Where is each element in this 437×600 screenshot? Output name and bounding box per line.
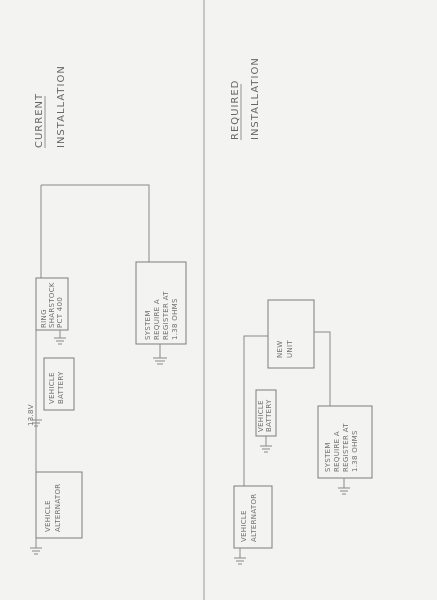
current-system-ground-icon (153, 344, 167, 365)
current-title: CURRENT (34, 93, 45, 148)
required-system-line-3: REGISTER AT (342, 423, 350, 472)
current-system-rect (135, 261, 187, 345)
required-system-line-2: REQUIRE A (333, 431, 341, 472)
current-system-box: SYSTEM REQUIRE A REGISTER AT 1.38 OHMS (135, 261, 187, 345)
current-radio-line-1: RING (40, 309, 48, 328)
current-radio-line-2: SHARSTOCK (48, 282, 56, 328)
current-radio-box: RING SHARSTOCK PCT 400 (35, 277, 69, 331)
required-system-box: SYSTEM REQUIRE A REGISTER AT 1.38 OHMS (317, 405, 373, 479)
required-battery-line-1: VEHICLE (257, 400, 265, 432)
voltage-label: 13.8V (27, 404, 35, 426)
current-system-line-4: 1.38 OHMS (171, 298, 179, 340)
required-new-unit-line-2: UNIT (286, 340, 294, 358)
current-alternator-ground-icon (30, 538, 42, 555)
required-alternator-line-2: ALTERNATOR (250, 494, 258, 542)
current-alternator-rect (35, 471, 83, 539)
required-installation: REQUIRED INSTALLATION NEW UNIT VEHICLE B… (230, 57, 373, 565)
required-alternator-box: VEHICLE ALTERNATOR (233, 485, 273, 549)
required-system-rect (317, 405, 373, 479)
current-radio-ground-icon (54, 330, 66, 345)
wire-top-right (41, 184, 150, 262)
required-new-unit-rect (267, 299, 315, 369)
wire-new-unit-to-alternator (243, 335, 268, 486)
required-system-ground-icon (338, 478, 350, 495)
current-system-line-2: REQUIRE A (153, 299, 161, 340)
current-title-group: CURRENT INSTALLATION (34, 65, 67, 148)
current-radio-line-3: PCT 400 (56, 297, 64, 328)
current-alternator-line-1: VEHICLE (44, 500, 52, 532)
required-battery-line-2: BATTERY (265, 399, 273, 432)
required-title-group: REQUIRED INSTALLATION (230, 57, 261, 140)
current-battery-box: VEHICLE BATTERY (43, 357, 75, 411)
required-battery-ground-icon (260, 436, 272, 453)
current-system-line-1: SYSTEM (144, 310, 152, 340)
current-battery-line-2: BATTERY (57, 371, 65, 404)
required-battery-box: VEHICLE BATTERY (255, 389, 277, 437)
current-alternator-line-2: ALTERNATOR (54, 484, 62, 532)
required-new-unit-box: NEW UNIT (267, 299, 315, 369)
current-battery-rect (43, 357, 75, 411)
required-new-unit-line-1: NEW (276, 341, 284, 358)
required-alternator-ground-icon (234, 548, 246, 565)
voltage-label-group: 13.8V (27, 404, 35, 426)
current-battery-ground-icon (30, 410, 42, 427)
required-alternator-rect (233, 485, 273, 549)
current-installation: CURRENT INSTALLATION 13.8V RING SHARSTOC… (27, 65, 187, 555)
current-alternator-box: VEHICLE ALTERNATOR (35, 471, 83, 539)
current-subtitle: INSTALLATION (56, 65, 67, 148)
required-system-line-4: 1.38 OHMS (351, 430, 359, 472)
required-system-line-1: SYSTEM (324, 442, 332, 472)
required-title: REQUIRED (230, 80, 241, 140)
current-radio-rect (35, 277, 69, 331)
current-system-line-3: REGISTER AT (162, 291, 170, 340)
required-subtitle: INSTALLATION (250, 57, 261, 140)
wire-new-unit-to-system (314, 331, 331, 406)
required-alternator-line-1: VEHICLE (240, 510, 248, 542)
current-battery-line-1: VEHICLE (48, 372, 56, 404)
